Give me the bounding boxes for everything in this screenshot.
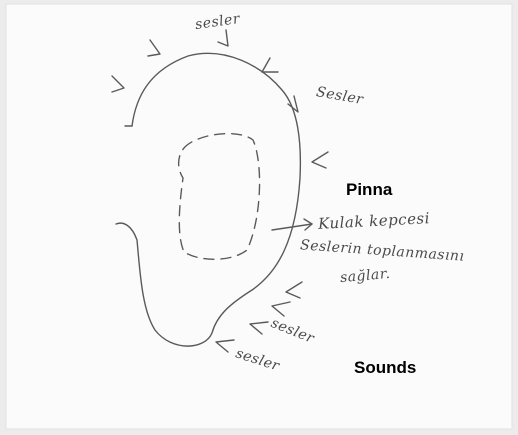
sounds-label: Sounds — [354, 358, 416, 378]
pinna-label: Pinna — [346, 180, 392, 200]
